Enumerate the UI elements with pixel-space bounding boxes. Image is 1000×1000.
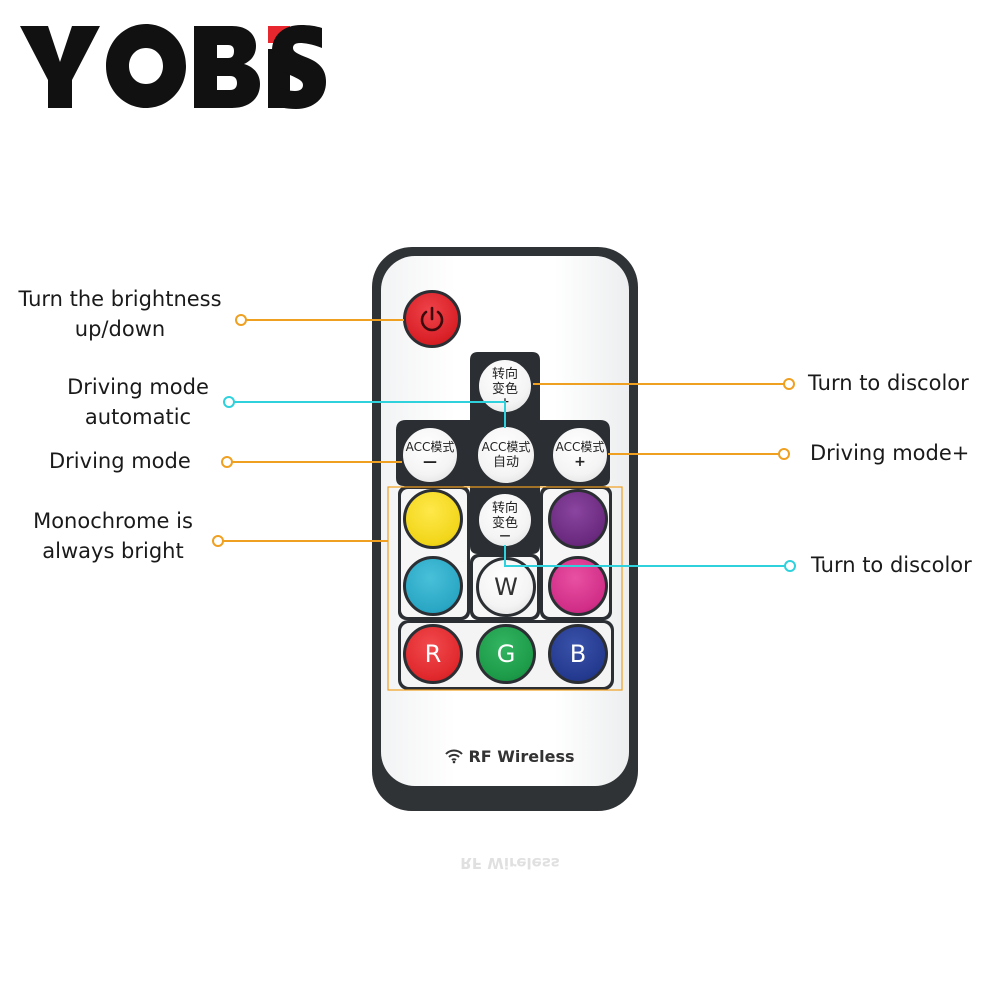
- mode-plus-sign: +: [574, 454, 586, 470]
- monochrome-callout: Monochrome is always bright: [18, 506, 208, 566]
- discolor-down-callout: Turn to discolor: [811, 553, 972, 577]
- red-button[interactable]: R: [403, 624, 463, 684]
- discolor-minus-line1: 转向: [491, 500, 518, 516]
- discolor-down-dot: [784, 560, 796, 572]
- mode-plus-callout: Driving mode+: [810, 441, 970, 465]
- green-button[interactable]: G: [476, 624, 536, 684]
- auto-mode-callout-line1: Driving mode: [67, 375, 209, 399]
- rf-wireless-label: RF Wireless: [440, 743, 580, 769]
- rf-wireless-text: RF Wireless: [468, 746, 575, 766]
- auto-mode-line2: 自动: [492, 455, 519, 470]
- cyan-button[interactable]: [403, 556, 463, 616]
- discolor-minus-line2: 变色: [491, 515, 518, 531]
- discolor-plus-line1: 转向: [491, 366, 518, 382]
- brightness-callout: Turn the brightness up/down: [12, 284, 228, 344]
- red-button-label: R: [424, 640, 442, 668]
- mode-plus-dot: [778, 448, 790, 460]
- green-button-label: G: [496, 640, 516, 668]
- brightness-dot: [235, 314, 247, 326]
- mode-plus-line1: ACC模式: [555, 440, 605, 454]
- blue-button-label: B: [569, 640, 587, 668]
- power-button[interactable]: [403, 290, 461, 348]
- auto-mode-dot: [223, 396, 235, 408]
- purple-button[interactable]: [548, 489, 608, 549]
- monochrome-callout-line2: always bright: [42, 539, 184, 563]
- auto-mode-line1: ACC模式: [481, 440, 531, 454]
- brightness-callout-line1: Turn the brightness: [18, 287, 222, 311]
- wifi-icon: [445, 749, 464, 764]
- auto-mode-callout-line2: automatic: [84, 405, 192, 429]
- discolor-plus-line2: 变色: [491, 381, 518, 397]
- mode-minus-sign: —: [423, 454, 437, 470]
- discolor-minus-sign: —: [499, 528, 511, 542]
- power-icon: [420, 306, 444, 332]
- white-button-label: W: [494, 573, 518, 601]
- yellow-button[interactable]: [403, 489, 463, 549]
- auto-mode-button[interactable]: ACC模式 自动: [475, 424, 537, 486]
- discolor-up-callout: Turn to discolor: [808, 371, 969, 395]
- blue-button[interactable]: B: [548, 624, 608, 684]
- discolor-plus-button[interactable]: 转向 变色 +: [476, 357, 534, 415]
- brand-logo: [20, 24, 326, 109]
- monochrome-callout-line1: Monochrome is: [33, 509, 193, 533]
- mode-minus-line1: ACC模式: [405, 440, 455, 454]
- auto-mode-leader: [234, 401, 506, 428]
- brightness-callout-line2: up/down: [74, 317, 166, 341]
- discolor-down-leader: [504, 545, 785, 567]
- monochrome-dot: [212, 535, 224, 547]
- mode-minus-callout: Driving mode: [49, 449, 191, 473]
- monochrome-bracket: [387, 486, 623, 691]
- mode-minus-dot: [221, 456, 233, 468]
- discolor-minus-button[interactable]: 转向 变色 —: [476, 491, 534, 549]
- discolor-up-dot: [783, 378, 795, 390]
- mode-minus-button[interactable]: ACC模式 —: [400, 425, 460, 485]
- auto-mode-callout: Driving mode automatic: [48, 372, 228, 432]
